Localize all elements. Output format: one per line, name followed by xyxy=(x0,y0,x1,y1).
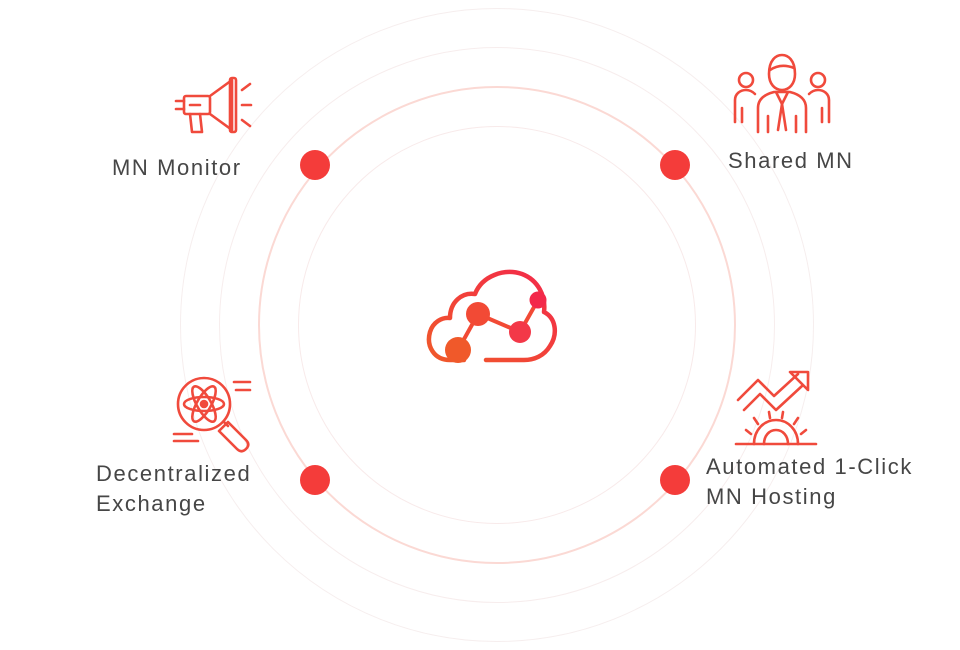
node-dot xyxy=(660,465,690,495)
node-label: Decentralized Exchange xyxy=(96,459,251,519)
middle-ring xyxy=(219,47,775,603)
growth-gear-icon xyxy=(734,370,818,446)
node-dot xyxy=(300,465,330,495)
node-label: Shared MN xyxy=(728,146,854,176)
label-line: Exchange xyxy=(96,491,207,516)
label-line: MN Monitor xyxy=(112,155,242,180)
node-dot xyxy=(300,150,330,180)
inner-ring xyxy=(298,126,696,524)
node-dot xyxy=(660,150,690,180)
people-group-icon xyxy=(733,53,831,134)
megaphone-icon xyxy=(174,76,253,134)
atom-search-icon xyxy=(172,376,252,453)
label-line: Shared MN xyxy=(728,148,854,173)
label-line: Automated 1-Click xyxy=(706,454,913,479)
label-line: MN Hosting xyxy=(706,484,837,509)
outer-ring xyxy=(180,8,814,642)
node-label: MN Monitor xyxy=(112,153,242,183)
node-label: Automated 1-Click MN Hosting xyxy=(706,452,913,512)
label-line: Decentralized xyxy=(96,461,252,486)
main-ring xyxy=(258,86,736,564)
cloud-network-icon xyxy=(426,269,558,363)
